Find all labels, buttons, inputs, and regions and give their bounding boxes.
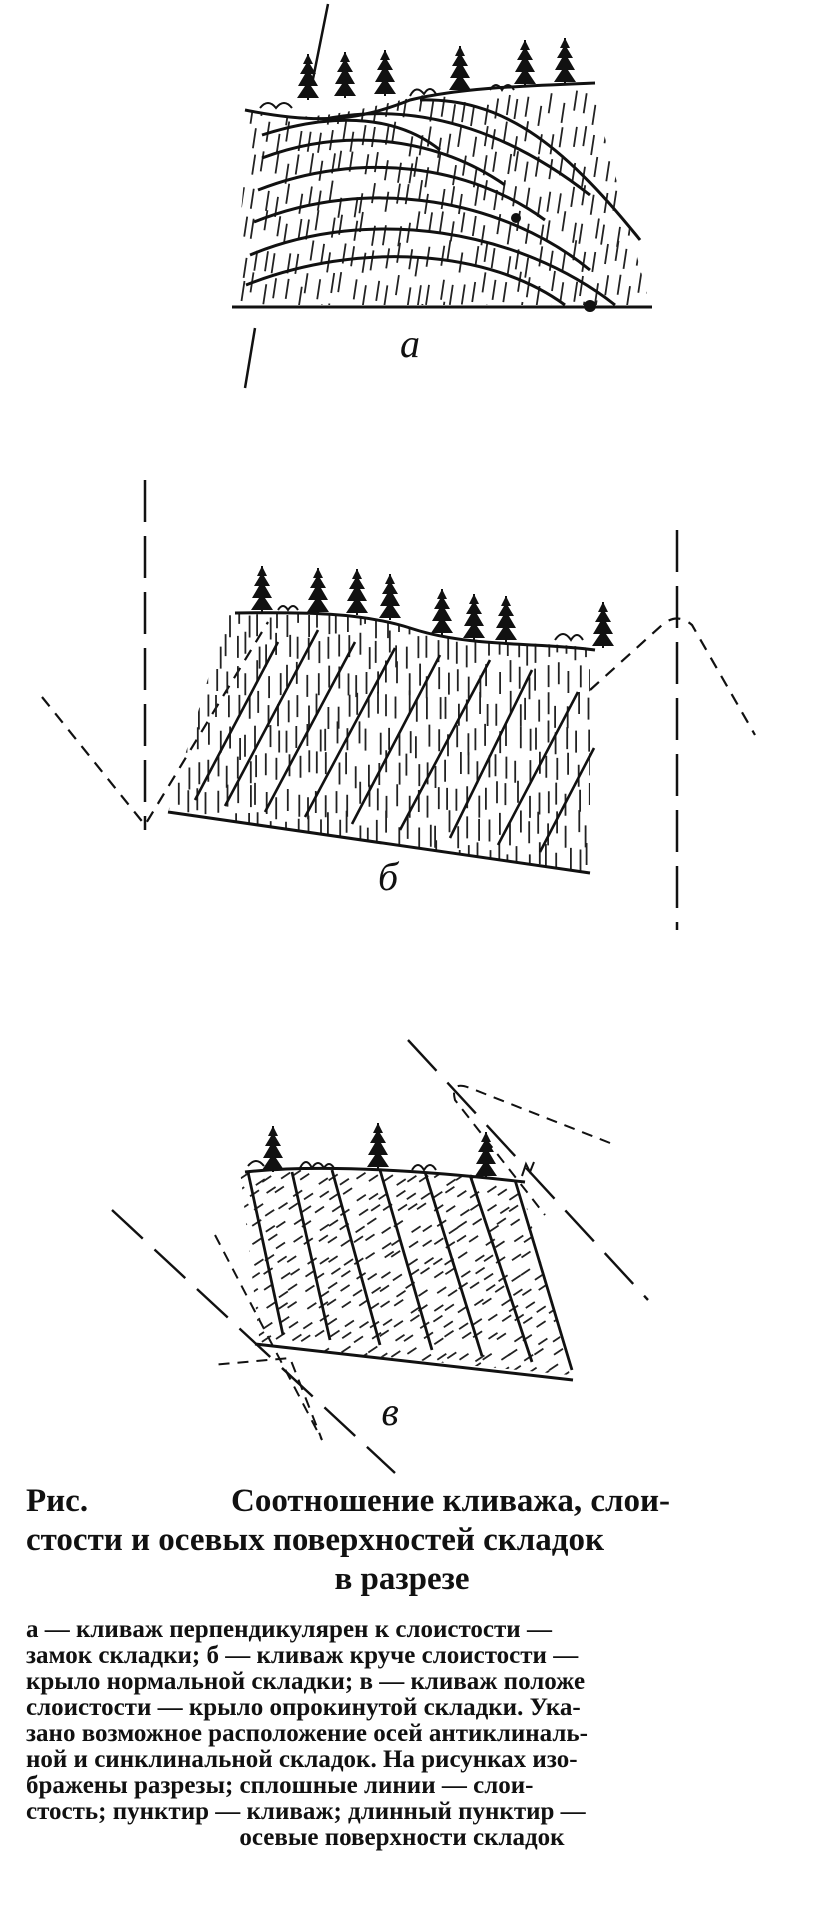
panel-a-axial-lines — [243, 3, 330, 389]
caption-title-line-3: в разрезе — [334, 1561, 470, 1597]
caption-body-line: бражены разрезы; сплошные линии — слои- — [26, 1772, 534, 1799]
panel-a-label: а — [400, 321, 420, 366]
panel-b-surface-line — [234, 611, 596, 652]
figure-prefix: Рис. — [26, 1483, 89, 1519]
panel-a: а — [232, 3, 652, 389]
caption-body-line: замок складки; б — кливаж круче слоистос… — [26, 1642, 579, 1669]
panel-v-axial-lines — [111, 1039, 649, 1474]
panel-v-bedding — [246, 1169, 574, 1371]
panel-a-marker-dot — [511, 213, 521, 223]
panel-b-base-line — [167, 810, 591, 875]
panel-a-trees — [259, 37, 577, 110]
panel-b: б — [41, 480, 756, 930]
caption-body-line: зано возможное расположение осей антикли… — [26, 1720, 588, 1747]
caption-body-line: стость; пунктир — кливаж; длинный пункти… — [26, 1798, 586, 1825]
caption-title-line-1: Рис. Соотношение кливажа, слои- — [26, 1482, 778, 1521]
caption-body-line: слоистости — крыло опрокинутой складки. … — [26, 1694, 581, 1721]
caption-title-line-2: стости и осевых поверхностей складок — [26, 1522, 605, 1558]
caption-body-line: осевые поверхности складок — [239, 1824, 565, 1851]
panel-b-trees — [250, 565, 615, 649]
panel-v-oblique-cleavage — [240, 1168, 570, 1375]
panel-a-bedding-arcs — [245, 98, 642, 307]
caption-body-line: а — кливаж перпендикулярен к слоистости … — [26, 1616, 552, 1643]
caption-title-text-1: Соотношение кливажа, слои- — [231, 1483, 671, 1519]
panel-b-bedding — [193, 629, 596, 853]
panel-v-label: в — [381, 1389, 398, 1434]
panel-b-axial-lines — [143, 480, 679, 930]
panel-a-surface-line — [244, 81, 596, 121]
panel-b-cleavage-dashes — [41, 617, 756, 827]
caption-body-line: ной и синклинальной складок. На рисунках… — [26, 1746, 578, 1773]
panel-v: в — [111, 1039, 649, 1474]
figure: а — [41, 3, 756, 1474]
caption-body-line: крыло нормальной складки; в — кливаж пол… — [26, 1668, 586, 1695]
caption-title: Рис. Соотношение кливажа, слои- стости и … — [26, 1482, 778, 1599]
panel-v-base-line — [254, 1342, 574, 1382]
panel-v-trees — [247, 1122, 535, 1179]
panel-b-label: б — [378, 854, 400, 899]
caption: Рис. Соотношение кливажа, слои- стости и … — [26, 1482, 778, 1851]
caption-body: а — кливаж перпендикулярен к слоистости … — [26, 1617, 778, 1851]
